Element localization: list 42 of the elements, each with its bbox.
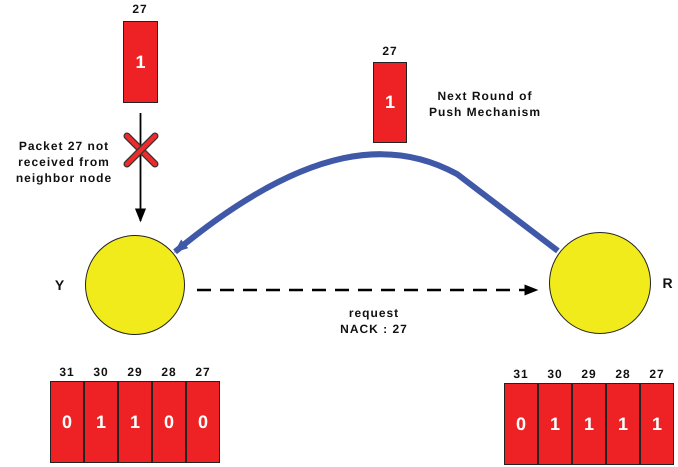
- bit-value: 1: [550, 414, 560, 434]
- bit-value: 1: [618, 414, 628, 434]
- bit-value: 0: [164, 412, 174, 432]
- packet-box: [640, 383, 674, 465]
- sequence-number: 30: [92, 364, 110, 380]
- packet-box: [572, 383, 606, 465]
- sequence-number: 27: [194, 364, 212, 380]
- packet-box: [84, 381, 118, 463]
- sequence-number: 29: [126, 364, 144, 380]
- bit-value: 1: [584, 414, 594, 434]
- bit-value: 1: [96, 412, 106, 432]
- packet-box: [504, 383, 538, 465]
- sequence-number: 28: [160, 364, 178, 380]
- packet-box: [50, 381, 84, 463]
- sequence-number: 31: [58, 364, 76, 380]
- packet-box: [152, 381, 186, 463]
- bit-value: 1: [135, 52, 146, 72]
- arrow: [197, 284, 538, 296]
- sequence-number: 27: [648, 366, 666, 382]
- bit-value: 1: [652, 414, 662, 434]
- arrow: [134, 113, 146, 222]
- arrow: [173, 151, 560, 254]
- annotation-text: Next Round of Push Mechanism: [428, 88, 542, 120]
- bit-value: 1: [130, 412, 140, 432]
- packet-box: [123, 21, 158, 103]
- sequence-number: 31: [512, 366, 530, 382]
- packet-box: [373, 62, 407, 143]
- bit-value: 0: [62, 412, 72, 432]
- packet-box: [118, 381, 152, 463]
- sequence-number: 29: [580, 366, 598, 382]
- sequence-number: 28: [614, 366, 632, 382]
- packet-box: [538, 383, 572, 465]
- packet-box: [186, 381, 220, 463]
- bit-value: 1: [384, 92, 395, 113]
- sequence-number: 27: [131, 1, 149, 17]
- sequence-number: 30: [546, 366, 564, 382]
- sequence-number: 27: [381, 43, 399, 59]
- node-name: R: [661, 275, 675, 291]
- packet-box: [606, 383, 640, 465]
- bit-value: 0: [198, 412, 208, 432]
- bit-value: 0: [516, 414, 526, 434]
- node-name: Y: [54, 277, 66, 293]
